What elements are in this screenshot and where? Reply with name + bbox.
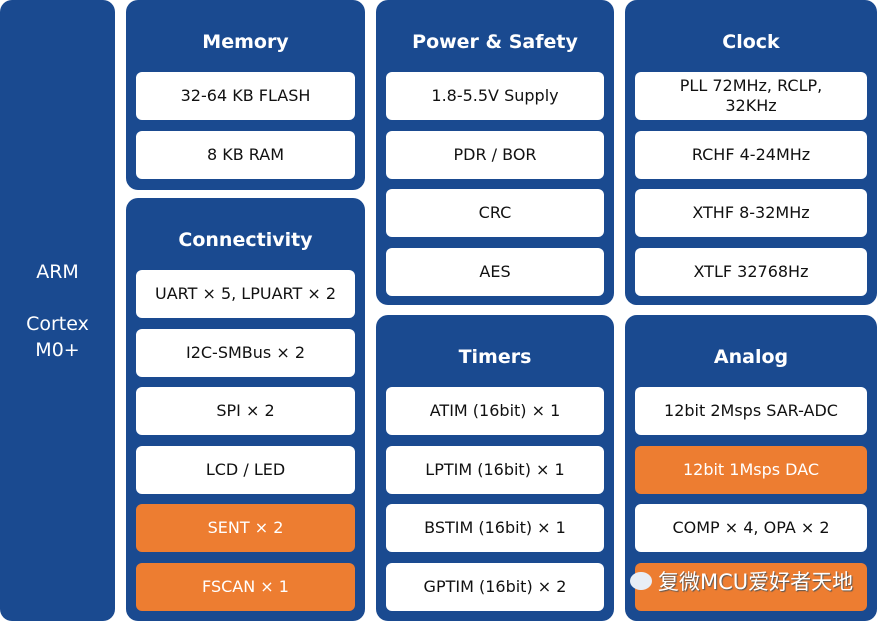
memory-panel: Memory 32-64 KB FLASH 8 KB RAM bbox=[126, 0, 365, 190]
panel-title: Clock bbox=[722, 31, 780, 53]
timers-panel: Timers ATIM (16bit) × 1 LPTIM (16bit) × … bbox=[376, 315, 614, 621]
panel-title: Analog bbox=[713, 346, 789, 368]
cpu-core-panel: ARM Cortex M0+ bbox=[0, 0, 115, 621]
memory-item: 8 KB RAM bbox=[136, 130, 355, 179]
timer-item: ATIM (16bit) × 1 bbox=[386, 387, 604, 435]
timer-item: LPTIM (16bit) × 1 bbox=[386, 445, 604, 494]
memory-item: 32-64 KB FLASH bbox=[136, 72, 355, 120]
analog-item: COMP × 4, OPA × 2 bbox=[635, 504, 867, 553]
power-item: CRC bbox=[386, 189, 604, 238]
panel-title: Timers bbox=[458, 346, 532, 368]
timer-item: BSTIM (16bit) × 1 bbox=[386, 504, 604, 553]
power-safety-panel: Power & Safety 1.8-5.5V Supply PDR / BOR… bbox=[376, 0, 614, 305]
analog-item-highlight bbox=[635, 562, 867, 611]
power-item: PDR / BOR bbox=[386, 130, 604, 179]
connectivity-item: UART × 5, LPUART × 2 bbox=[136, 270, 355, 318]
timer-item: GPTIM (16bit) × 2 bbox=[386, 562, 604, 611]
connectivity-item: LCD / LED bbox=[136, 445, 355, 494]
watermark: 复微MCU爱好者天地 bbox=[630, 566, 853, 596]
connectivity-item: SPI × 2 bbox=[136, 387, 355, 436]
panel-title: Memory bbox=[202, 31, 289, 53]
connectivity-panel: Connectivity UART × 5, LPUART × 2 I2C-SM… bbox=[126, 198, 365, 621]
analog-item-highlight: 12bit 1Msps DAC bbox=[635, 445, 867, 494]
connectivity-item-highlight: FSCAN × 1 bbox=[136, 562, 355, 611]
power-item: 1.8-5.5V Supply bbox=[386, 72, 604, 120]
clock-item: PLL 72MHz, RCLP, 32KHz bbox=[635, 72, 867, 120]
connectivity-item: I2C-SMBus × 2 bbox=[136, 328, 355, 377]
panel-title: Connectivity bbox=[178, 229, 313, 251]
watermark-text: 复微MCU爱好者天地 bbox=[658, 570, 854, 594]
wechat-icon bbox=[630, 572, 652, 590]
analog-item: 12bit 2Msps SAR-ADC bbox=[635, 387, 867, 435]
clock-item: RCHF 4-24MHz bbox=[635, 130, 867, 179]
clock-panel: Clock PLL 72MHz, RCLP, 32KHz RCHF 4-24MH… bbox=[625, 0, 877, 305]
clock-item: XTHF 8-32MHz bbox=[635, 189, 867, 238]
connectivity-item-highlight: SENT × 2 bbox=[136, 504, 355, 553]
core-line2: Cortex bbox=[26, 312, 89, 335]
core-line3: M0+ bbox=[35, 338, 80, 361]
clock-item: XTLF 32768Hz bbox=[635, 247, 867, 296]
analog-panel: Analog 12bit 2Msps SAR-ADC 12bit 1Msps D… bbox=[625, 315, 877, 621]
power-item: AES bbox=[386, 247, 604, 296]
panel-title: Power & Safety bbox=[412, 31, 578, 53]
core-line1: ARM bbox=[36, 260, 79, 283]
